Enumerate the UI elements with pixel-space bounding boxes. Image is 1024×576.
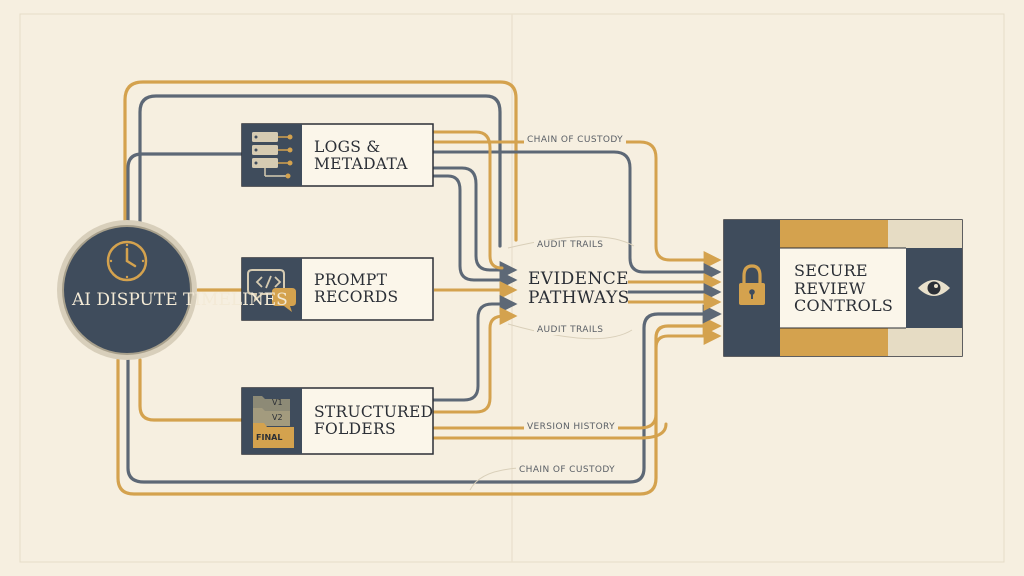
path-label-audit-top: AUDIT TRAILS — [534, 240, 607, 250]
connector-hub-logs — [126, 152, 244, 234]
logs-label: LOGS & METADATA — [314, 138, 408, 173]
annotation-curve-audit-top — [507, 236, 635, 249]
folder-tab-final: FINAL — [256, 433, 283, 442]
path-label-chain-top: CHAIN OF CUSTODY — [524, 135, 627, 145]
code-chat-icon — [247, 269, 296, 312]
connector-outer-navy-bottom — [126, 304, 722, 484]
hub-circle — [57, 220, 197, 360]
prompts-label: PROMPT RECORDS — [314, 271, 399, 306]
connector-logs-evidence-1 — [432, 166, 518, 279]
server-icon — [252, 132, 293, 179]
hub-label: AI DISPUTE TIMELINES — [72, 290, 288, 310]
eye-icon — [918, 280, 950, 296]
evidence-pathways-label: EVIDENCE PATHWAYS — [528, 269, 630, 308]
folder-tab-v2: V2 — [272, 413, 283, 422]
folders-box — [241, 387, 434, 455]
connector-logs-evidence-2 — [432, 174, 518, 289]
connector-hub-folders — [138, 358, 244, 422]
folders-label: STRUCTURED FOLDERS — [314, 403, 434, 438]
annotation-curve-audit-bottom — [507, 323, 633, 340]
path-label-audit-bottom: AUDIT TRAILS — [534, 325, 607, 335]
connector-logs-evidence-gold — [432, 130, 504, 270]
connector-outer-gold-bottom — [116, 316, 722, 496]
annotation-curve-chain-bottom — [469, 467, 521, 491]
folders-icon — [253, 396, 294, 448]
logs-box — [241, 123, 434, 187]
connector-folders-evidence-gold — [432, 307, 518, 414]
secure-review-label: SECURE REVIEW CONTROLS — [794, 261, 894, 315]
connector-outer-gold-top — [123, 80, 518, 242]
secure-box — [723, 219, 963, 357]
clock-icon — [106, 240, 148, 282]
folder-tab-v1: V1 — [272, 398, 283, 407]
connector-outer-navy-top — [138, 94, 502, 248]
connector-logs-secure-gold — [432, 140, 722, 269]
connector-folders-evidence-navy — [432, 295, 518, 402]
lock-icon — [739, 264, 765, 305]
path-label-chain-bottom: CHAIN OF CUSTODY — [516, 465, 619, 475]
connector-folders-version-tail — [432, 422, 668, 440]
connector-logs-secure-navy — [432, 150, 722, 281]
connector-folders-secure-version — [432, 327, 722, 430]
prompts-box — [241, 257, 434, 321]
path-label-version: VERSION HISTORY — [524, 422, 619, 432]
